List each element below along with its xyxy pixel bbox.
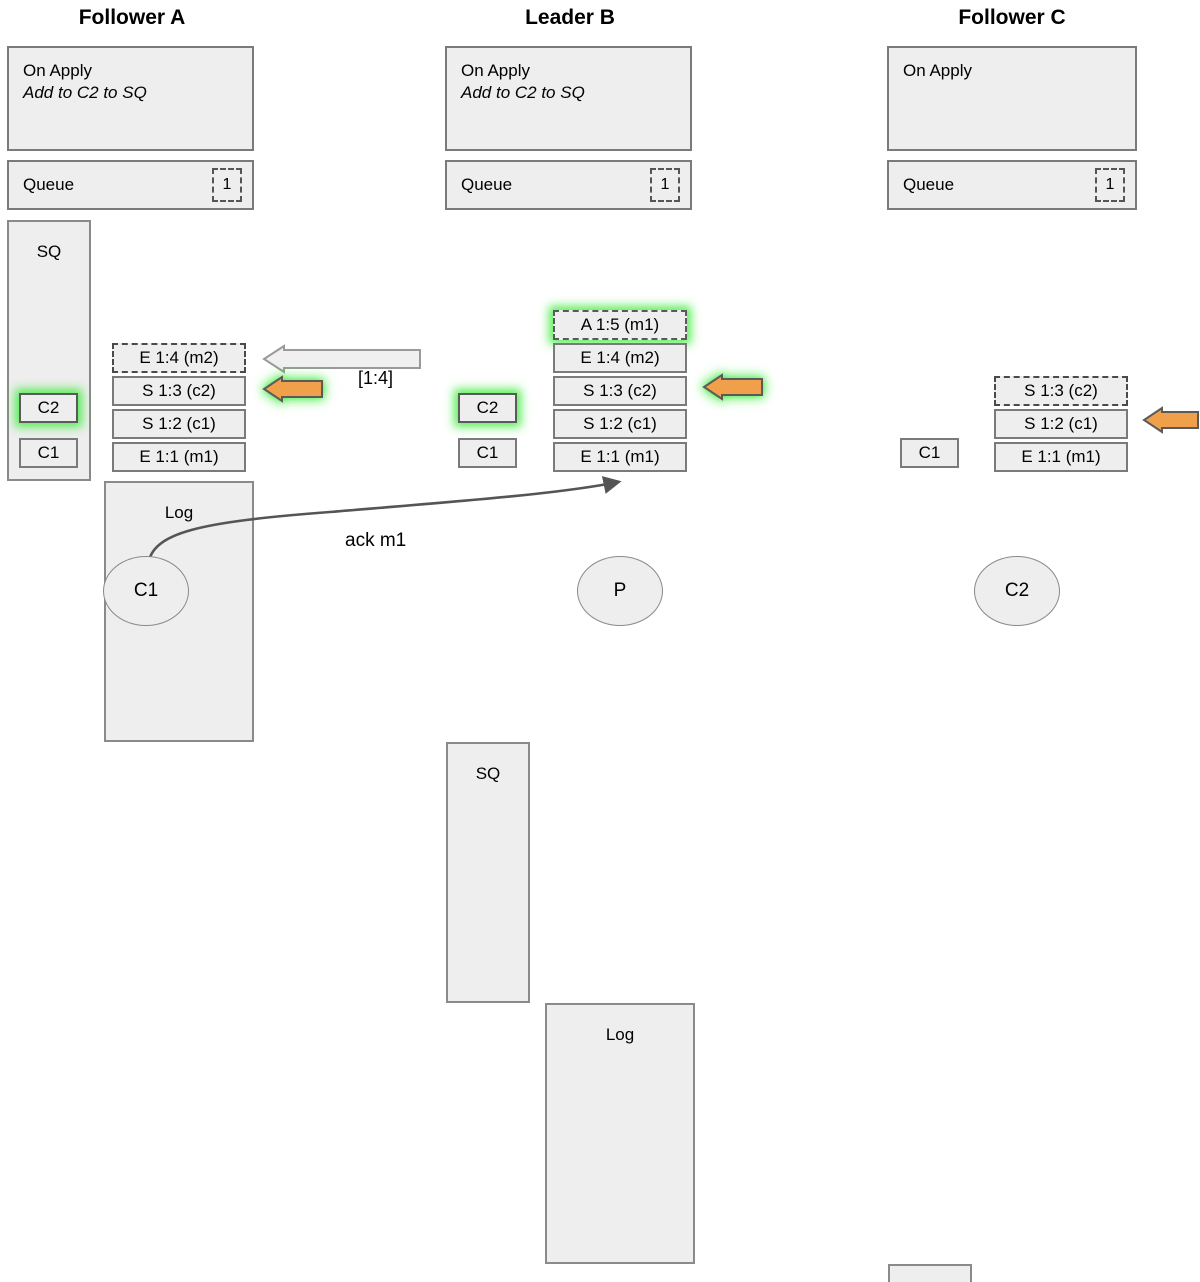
log-entry-b-3: S 1:2 (c1) <box>553 409 687 439</box>
queue-count-chip-a: 1 <box>212 168 242 202</box>
producer-circle-p: P <box>577 556 663 626</box>
log-entry-b-2: S 1:3 (c2) <box>553 376 687 406</box>
sq-entry-c-0: C1 <box>900 438 959 468</box>
log-entry-b-4: E 1:1 (m1) <box>553 442 687 472</box>
log-entry-b-1: E 1:4 (m2) <box>553 343 687 373</box>
node-title-leader-b: Leader B <box>525 6 615 29</box>
sq-entry-b-1: C1 <box>458 438 517 468</box>
client-circle-c2: C2 <box>974 556 1060 626</box>
replication-arrow-a-label: [1:4] <box>358 368 394 388</box>
replication-arrow-a-icon <box>262 344 421 374</box>
log-entry-a-2: S 1:2 (c1) <box>112 409 246 439</box>
sq-entry-b-0: C2 <box>458 393 517 423</box>
diagram-canvas: Follower A Leader B Follower C On Apply … <box>7 6 1199 1282</box>
on-apply-box-leader-b: On Apply Add to C2 to SQ <box>445 46 692 151</box>
sq-column-follower-a: SQ <box>7 220 91 481</box>
log-label-b: Log <box>605 1025 635 1044</box>
ack-connector-label: ack m1 <box>345 530 407 551</box>
on-apply-box-follower-c: On Apply <box>887 46 1137 151</box>
log-entry-c-2: E 1:1 (m1) <box>994 442 1128 472</box>
on-apply-action-a: Add to C2 to SQ <box>23 83 147 102</box>
sq-column-leader-b: SQ <box>446 742 530 1003</box>
log-entry-c-1: S 1:2 (c1) <box>994 409 1128 439</box>
commit-arrow-a-icon <box>262 375 323 403</box>
on-apply-header-b: On Apply <box>461 61 530 80</box>
queue-count-chip-c: 1 <box>1095 168 1125 202</box>
on-apply-header-a: On Apply <box>23 61 92 80</box>
queue-count-chip-b: 1 <box>650 168 680 202</box>
commit-arrow-b-icon <box>702 373 763 401</box>
log-entry-a-1: S 1:3 (c2) <box>112 376 246 406</box>
commit-arrow-c-icon <box>1142 406 1199 434</box>
queue-label-c: Queue <box>903 175 955 194</box>
on-apply-header-c: On Apply <box>903 61 972 80</box>
log-entry-a-3: E 1:1 (m1) <box>112 442 246 472</box>
sq-entry-a-1: C1 <box>19 438 78 468</box>
queue-label-b: Queue <box>461 175 513 194</box>
sq-label-b: SQ <box>475 764 501 783</box>
node-title-follower-a: Follower A <box>78 6 186 29</box>
on-apply-action-b: Add to C2 to SQ <box>461 83 585 102</box>
queue-box-leader-b: Queue 1 <box>445 160 692 210</box>
sq-label-a: SQ <box>36 242 62 261</box>
log-column-leader-b: Log <box>545 1003 695 1264</box>
queue-box-follower-a: Queue 1 <box>7 160 254 210</box>
queue-box-follower-c: Queue 1 <box>887 160 1137 210</box>
log-entry-a-0: E 1:4 (m2) <box>112 343 246 373</box>
log-entry-b-0: A 1:5 (m1) <box>553 310 687 340</box>
node-title-follower-c: Follower C <box>958 6 1066 29</box>
sq-column-follower-c: SQ <box>888 1264 972 1282</box>
log-label-a: Log <box>164 503 194 522</box>
sq-entry-a-0: C2 <box>19 393 78 423</box>
ack-connector <box>146 476 622 567</box>
on-apply-box-follower-a: On Apply Add to C2 to SQ <box>7 46 254 151</box>
queue-label-a: Queue <box>23 175 75 194</box>
client-circle-c1: C1 <box>103 556 189 626</box>
log-entry-c-0: S 1:3 (c2) <box>994 376 1128 406</box>
